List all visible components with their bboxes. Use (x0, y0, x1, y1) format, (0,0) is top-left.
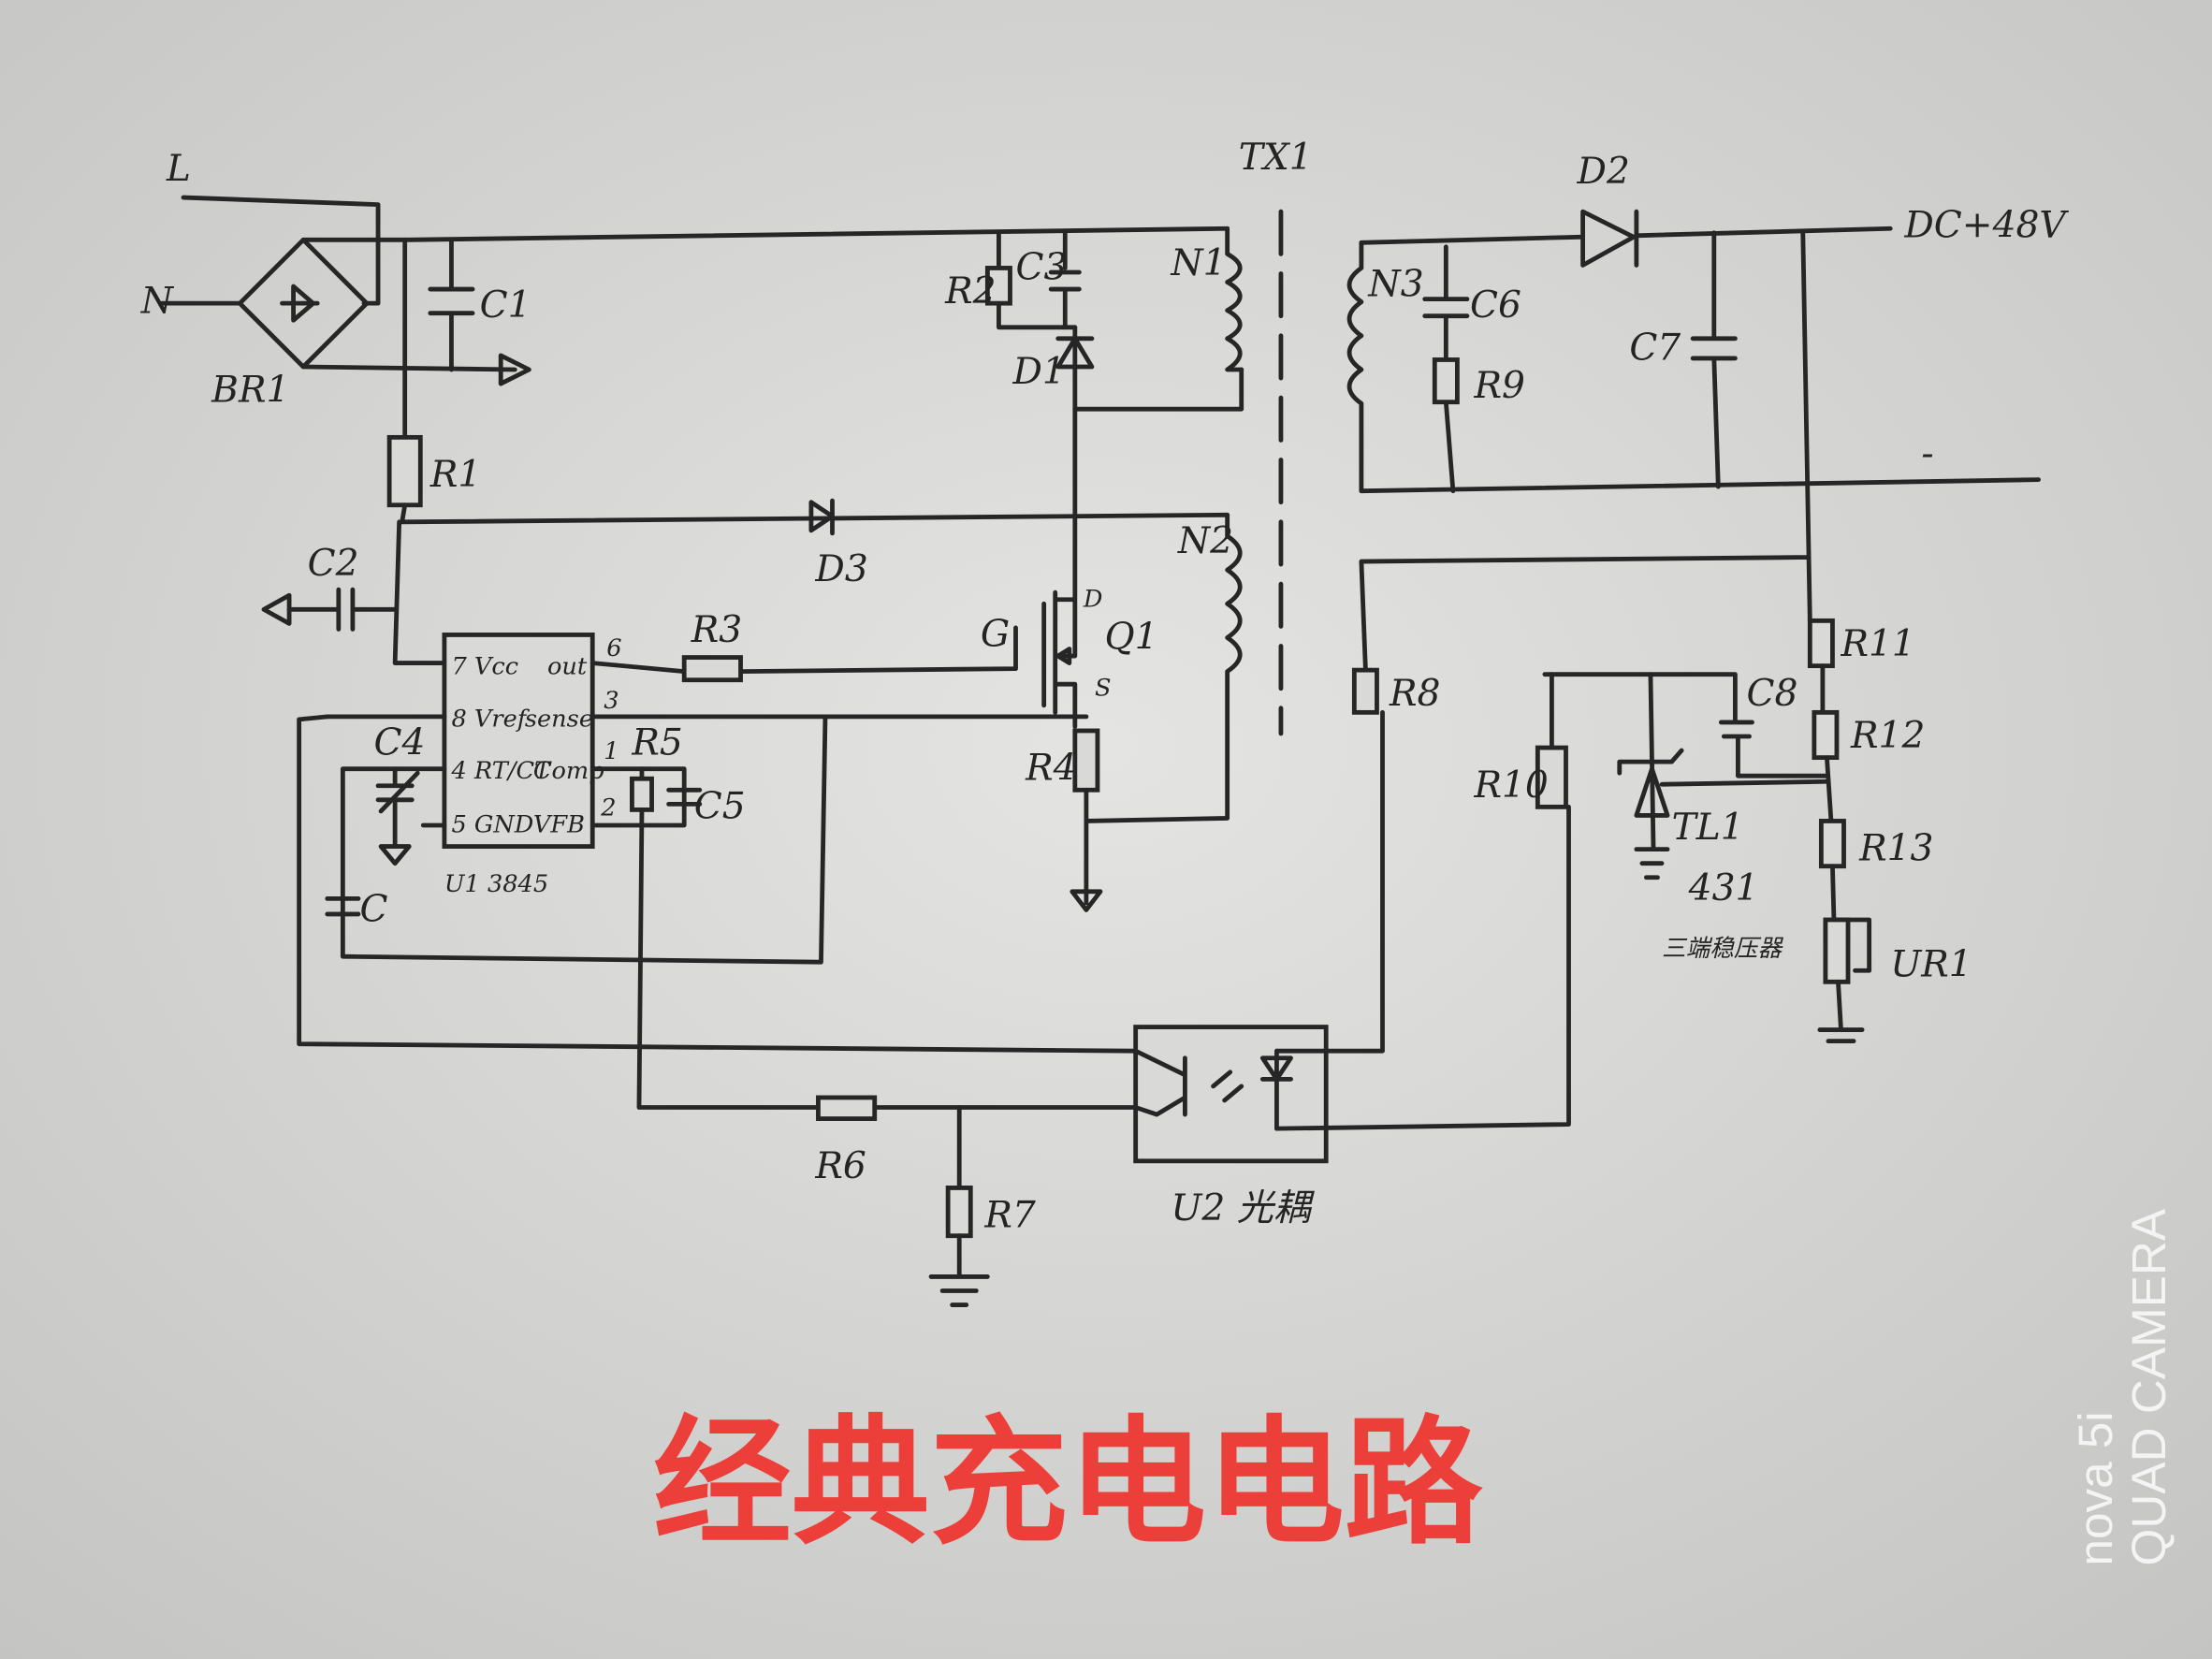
label-vr1: UR1 (1890, 943, 1972, 985)
label-r6: R6 (814, 1145, 866, 1187)
label-c1: C1 (480, 284, 531, 327)
feedback-tl431-divider (1535, 618, 1872, 1044)
optocoupler-u2 (1133, 709, 1571, 1164)
label-g: G (981, 614, 1010, 656)
label-n: N (140, 281, 175, 323)
capacitor-c1 (428, 237, 475, 372)
label-u1: U1 3845 (444, 870, 548, 898)
label-dc-out: DC+48V (1903, 204, 2069, 246)
label-n2: N2 (1177, 520, 1233, 562)
label-c4: C4 (374, 722, 426, 764)
label-regulator: 三端稳压器 (1662, 935, 1784, 963)
watermark-line2: QUAD CAMERA (2122, 1208, 2176, 1565)
label-r12: R12 (1850, 715, 1925, 757)
transformer-tx1 (1084, 209, 1364, 823)
mosfet-q1 (738, 406, 1078, 729)
resistor-r4 (1070, 728, 1103, 912)
pin-comp: Comp (533, 757, 604, 785)
component-labels: L N BR1 C1 R1 C2 R2 C3 D1 N1 TX1 N2 D3 D… (140, 137, 2070, 1237)
label-tl1: TL1 (1672, 807, 1744, 849)
pin-vcc: 7 Vcc (451, 653, 518, 681)
label-r11: R11 (1840, 623, 1914, 665)
label-r8: R8 (1389, 673, 1440, 715)
ic-pin-labels: 7 Vcc 8 Vref 4 RT/CT 5 GND out sense Com… (450, 634, 621, 838)
pin-num-3: 3 (604, 687, 618, 715)
pin-num-6: 6 (606, 634, 621, 662)
watermark-line1: nova 5i (2069, 1411, 2122, 1565)
diode-d3 (808, 498, 835, 536)
label-d3: D3 (814, 548, 867, 590)
label-r5: R5 (631, 722, 682, 764)
pin-sense: sense (525, 705, 593, 733)
label-q1: Q1 (1104, 617, 1157, 659)
label-n1: N1 (1170, 242, 1226, 284)
label-tx1: TX1 (1239, 137, 1313, 179)
label-u2: U2 光耦 (1171, 1187, 1315, 1230)
label-r9: R9 (1473, 365, 1524, 407)
label-r2: R2 (944, 270, 996, 313)
label-431: 431 (1688, 867, 1759, 910)
ic-u1 (297, 633, 1139, 1054)
comp-network-r5-c5 (589, 766, 1139, 1307)
label-c7: C7 (1629, 327, 1681, 369)
label-c3: C3 (1016, 247, 1068, 289)
label-n3: N3 (1367, 264, 1423, 306)
camera-watermark: nova 5i QUAD CAMERA (2069, 1208, 2176, 1565)
snubber-r2-c3-d1 (984, 230, 1244, 412)
pin-out: out (547, 653, 588, 681)
pin-vref: 8 Vref (451, 705, 530, 733)
label-s: S (1095, 674, 1112, 702)
input-bridge (159, 195, 1230, 386)
diagram-title: 经典充电电路 (653, 1403, 1484, 1564)
label-d1: D1 (1011, 351, 1065, 393)
label-r4: R4 (1025, 748, 1076, 790)
pin-gnd: 5 GND (451, 811, 533, 839)
label-c6: C6 (1470, 284, 1521, 327)
label-r10: R10 (1473, 764, 1548, 807)
label-r13: R13 (1858, 828, 1933, 870)
label-l: L (166, 148, 191, 190)
pin-rtct: 4 RT/CT (450, 757, 552, 785)
label-minus: - (1921, 433, 1933, 475)
label-r7: R7 (983, 1195, 1036, 1237)
label-c2: C2 (308, 543, 359, 585)
capacitor-c2 (261, 519, 454, 666)
label-r1: R1 (429, 454, 481, 496)
resistor-r1 (386, 237, 1230, 525)
label-c5: C5 (694, 785, 746, 827)
label-r3: R3 (691, 609, 742, 651)
label-c: C (359, 888, 387, 930)
secondary-output (1351, 209, 2041, 715)
label-d: D (1083, 585, 1103, 613)
pin-num-2: 2 (600, 793, 616, 822)
label-d2: D2 (1577, 151, 1630, 193)
label-c8: C8 (1746, 673, 1797, 715)
pin-num-1: 1 (604, 737, 618, 765)
pin-vfb: VFB (533, 811, 585, 839)
label-br1: BR1 (211, 370, 289, 412)
